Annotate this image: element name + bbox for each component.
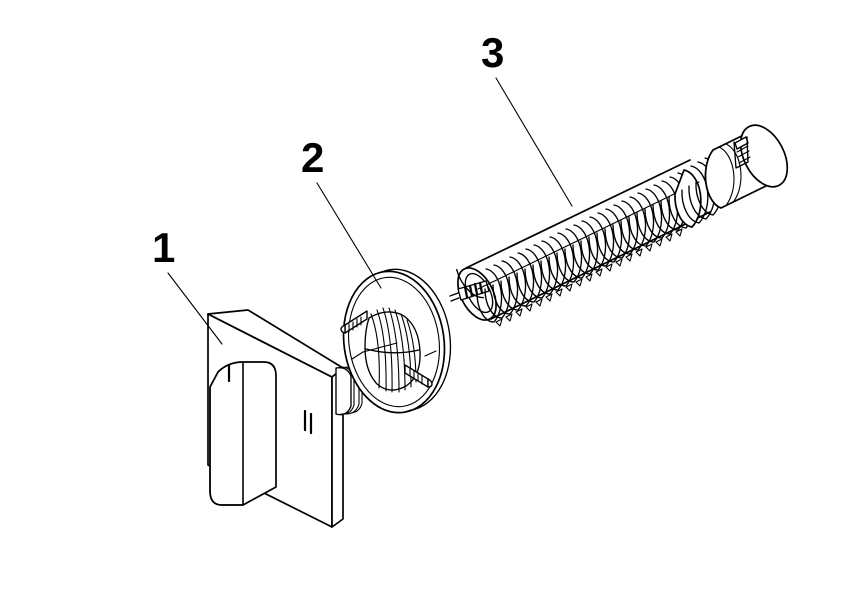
rib-10 — [540, 236, 567, 291]
conductor-pin-3 — [473, 282, 479, 296]
boss-rib-6 — [400, 313, 412, 388]
part-1-switch-faceplate — [207, 309, 363, 528]
connector-barrel-ring-b — [725, 143, 742, 202]
rib-11 — [548, 232, 575, 287]
conduit-end-connector — [674, 124, 789, 228]
conductor-pin-1 — [463, 285, 469, 299]
callout-label-1: 1 — [152, 224, 175, 271]
flange-rim-tangent-top — [382, 269, 390, 273]
serr-18 — [665, 233, 673, 242]
boss-rib-2 — [376, 309, 387, 392]
rib-16 — [588, 212, 615, 267]
serr-3 — [515, 308, 523, 317]
rib-8 — [524, 244, 551, 299]
serr-6 — [545, 293, 553, 302]
conduit-crest-trace — [477, 181, 700, 290]
connector-keyway — [734, 136, 749, 150]
part-2-mounting-flange — [340, 268, 452, 414]
connector-collar-2 — [681, 165, 709, 224]
leader-line-3 — [495, 77, 573, 207]
flange-centerline-mid — [362, 342, 398, 353]
serr-16 — [645, 243, 653, 252]
rib-24 — [652, 180, 679, 235]
serr-1 — [495, 318, 503, 327]
conductor-pin-2 — [468, 284, 474, 298]
conduit-lower-serration — [495, 228, 683, 327]
leader-line-2 — [316, 182, 382, 289]
callout-leaders — [167, 77, 573, 345]
connector-collar-1 — [674, 169, 702, 228]
serr-11 — [595, 268, 603, 277]
flange-centerline-left — [351, 351, 364, 360]
conduit-top-edge — [465, 159, 691, 269]
leader-line-1 — [167, 272, 223, 345]
serr-13 — [615, 258, 623, 267]
rib-1 — [456, 268, 484, 299]
serr-4 — [525, 303, 533, 312]
serr-14 — [625, 253, 633, 262]
serr-10 — [585, 273, 593, 282]
connector-end-cap — [739, 124, 789, 188]
callout-label-2: 2 — [301, 134, 324, 181]
serr-9 — [575, 278, 583, 287]
rib-6 — [508, 252, 535, 307]
rib-12 — [556, 228, 583, 283]
faceplate-boss — [335, 367, 352, 416]
rib-19 — [612, 200, 639, 255]
rib-15 — [580, 216, 607, 271]
conductor-lead-a — [449, 292, 459, 297]
serr-2 — [505, 313, 513, 322]
connector-barrel-ring-a — [718, 146, 735, 205]
rib-5 — [500, 256, 527, 311]
rib-23 — [644, 184, 671, 239]
rib-7 — [516, 248, 543, 303]
rib-17 — [596, 208, 623, 263]
serr-19 — [675, 228, 683, 237]
conduit-corrugation-ribs — [456, 172, 695, 323]
callout-label-3: 3 — [481, 29, 504, 76]
conductor-lead-b — [450, 297, 460, 302]
rib-3 — [484, 264, 511, 319]
connector-keyway-outline — [733, 136, 749, 169]
connector-barrel-near-arc — [704, 149, 722, 209]
flange-inner-ring — [347, 276, 441, 408]
rocker-handle-left-facet — [209, 361, 244, 506]
rib-14 — [572, 220, 599, 275]
serr-17 — [655, 238, 663, 247]
part-3-flexible-conduit — [449, 124, 789, 327]
boss-rib-5 — [394, 309, 406, 391]
rib-13 — [564, 224, 591, 279]
serr-12 — [605, 263, 613, 272]
flange-rim-tangent-bottom — [404, 409, 412, 413]
rib-9 — [532, 240, 559, 295]
boss-rib-1 — [370, 313, 380, 389]
flange-stud-upper — [340, 310, 368, 334]
conduit-internal-conductors — [449, 280, 490, 302]
stud-upper-tip — [340, 324, 346, 334]
callout-numbers: 1 2 3 — [152, 29, 504, 271]
rib-18 — [604, 204, 631, 259]
rib-4 — [492, 260, 519, 315]
boss-rib-3 — [382, 307, 393, 393]
flange-centerline-right — [424, 350, 437, 357]
serr-8 — [565, 283, 573, 292]
serr-5 — [535, 298, 543, 307]
flange-stud-lower — [404, 364, 433, 388]
rib-2 — [476, 268, 503, 323]
rib-21 — [628, 192, 655, 247]
rib-20 — [620, 196, 647, 251]
rib-22 — [636, 188, 663, 243]
connector-keyway-line-1 — [736, 145, 749, 153]
serr-15 — [635, 248, 643, 257]
serr-7 — [555, 288, 563, 297]
stud-lower-tip — [427, 378, 433, 388]
